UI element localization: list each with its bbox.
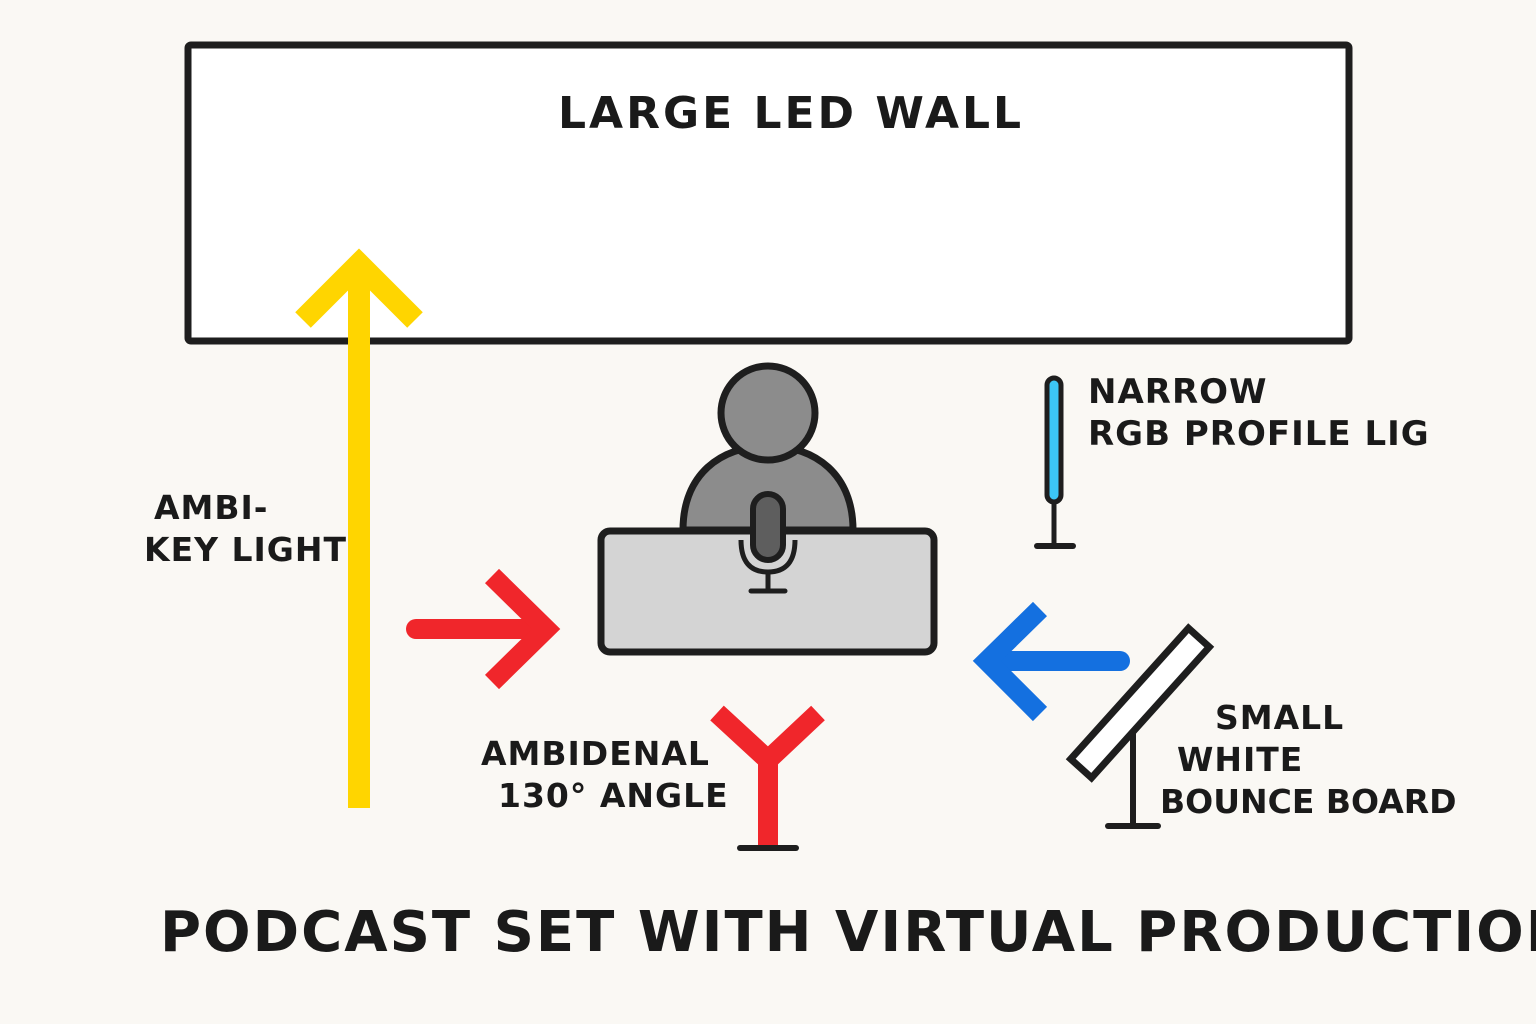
- led-wall: [184, 41, 1353, 345]
- key-light-arrow: [295, 248, 423, 808]
- ambidenal-label-line1: AMBIDENAL: [481, 734, 710, 773]
- bounce-board-label-line3: BOUNCE BOARD: [1160, 782, 1457, 821]
- red-light-arrow: [406, 568, 561, 690]
- y-stand-icon: [710, 705, 825, 851]
- host-person-icon: [679, 362, 857, 534]
- rgb-light-label-line2: RGB PROFILE LIG: [1088, 414, 1430, 454]
- bounce-board-label-line1: SMALL: [1215, 698, 1345, 737]
- blue-light-arrow: [972, 601, 1130, 722]
- ambidenal-label-line2: 130° ANGLE: [498, 776, 729, 815]
- key-light-label-line1: AMBI-: [154, 488, 269, 527]
- key-light-label-line2: KEY LIGHT: [144, 530, 348, 569]
- diagram-title: PODCAST SET WITH VIRTUAL PRODUCTION: [160, 900, 1536, 965]
- rgb-tube-light-icon: [1034, 375, 1076, 549]
- bounce-board-label-line2: WHITE: [1177, 740, 1304, 779]
- bounce-board-icon: [1065, 623, 1215, 829]
- led-wall-label: LARGE LED WALL: [558, 88, 1025, 139]
- microphone-icon: [738, 491, 798, 594]
- rgb-light-label-line1: NARROW: [1088, 372, 1268, 412]
